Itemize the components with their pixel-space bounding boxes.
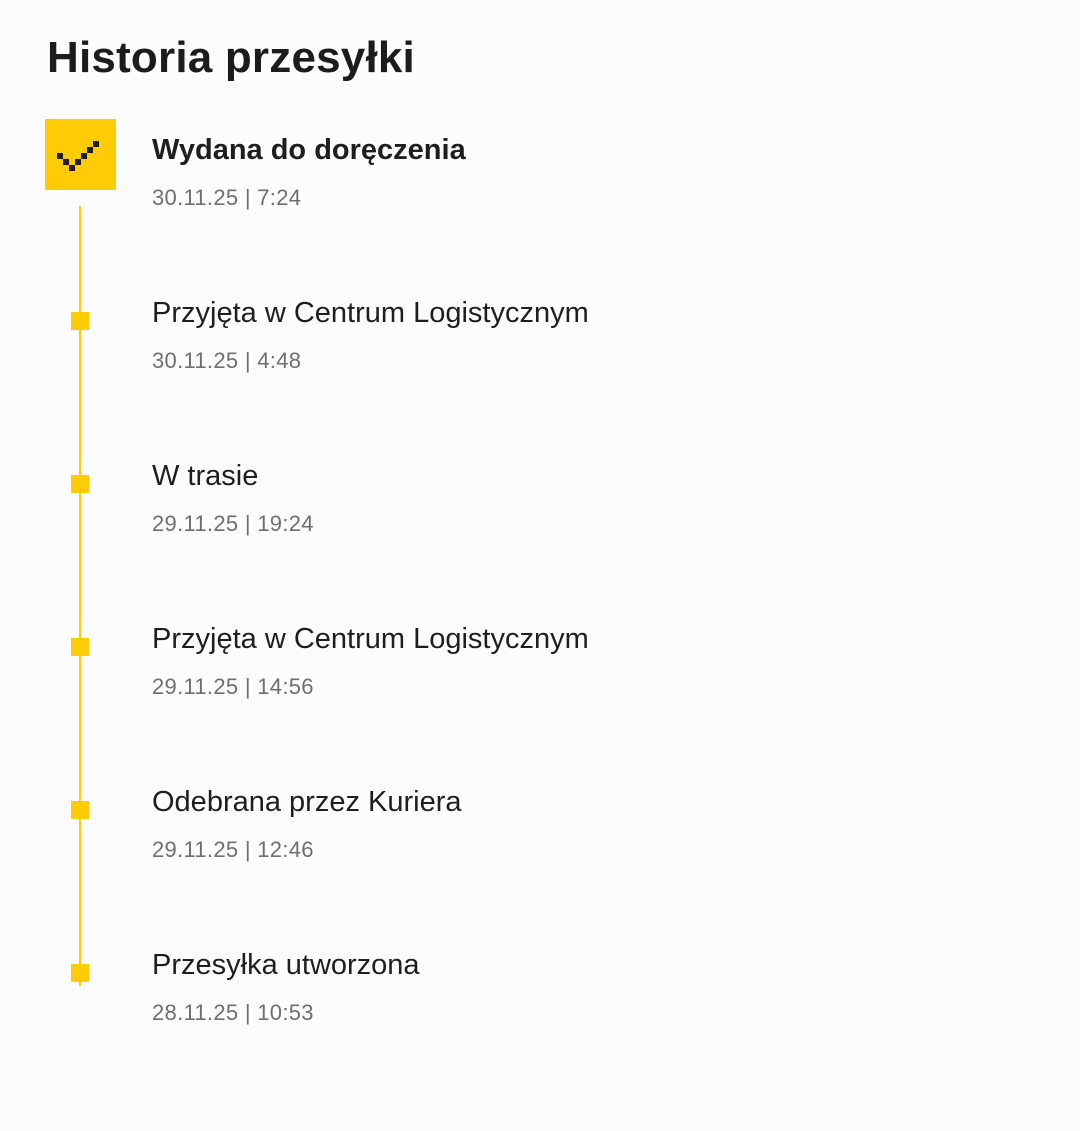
event-datetime: 30.11.25 | 4:48 <box>152 348 302 373</box>
timeline-line <box>79 206 81 986</box>
timeline-dot <box>71 638 89 656</box>
event-datetime: 30.11.25 | 7:24 <box>152 185 302 210</box>
current-status-marker <box>45 119 116 190</box>
event-datetime: 29.11.25 | 19:24 <box>152 511 314 536</box>
timeline-dot <box>71 964 89 982</box>
timeline-event: Odebrana przez Kuriera 29.11.25 | 12:46 <box>0 784 1080 894</box>
check-icon <box>57 141 99 171</box>
event-title: Przyjęta w Centrum Logistycznym <box>152 623 589 655</box>
timeline-dot <box>71 312 89 330</box>
timeline-dot <box>71 475 89 493</box>
timeline-event-current: Wydana do doręczenia 30.11.25 | 7:24 <box>0 119 1080 242</box>
event-title: Przesyłka utworzona <box>152 949 420 981</box>
event-datetime: 29.11.25 | 14:56 <box>152 674 314 699</box>
timeline-dot <box>71 801 89 819</box>
event-datetime: 28.11.25 | 10:53 <box>152 1000 314 1025</box>
timeline-event: Przesyłka utworzona 28.11.25 | 10:53 <box>0 947 1080 1057</box>
event-title: W trasie <box>152 460 259 492</box>
timeline-event: W trasie 29.11.25 | 19:24 <box>0 458 1080 568</box>
event-title: Wydana do doręczenia <box>152 134 466 166</box>
timeline-event: Przyjęta w Centrum Logistycznym 30.11.25… <box>0 295 1080 405</box>
event-title: Przyjęta w Centrum Logistycznym <box>152 297 589 329</box>
event-title: Odebrana przez Kuriera <box>152 786 462 818</box>
timeline-event: Przyjęta w Centrum Logistycznym 29.11.25… <box>0 621 1080 731</box>
event-datetime: 29.11.25 | 12:46 <box>152 837 314 862</box>
page-title: Historia przesyłki <box>47 33 415 82</box>
